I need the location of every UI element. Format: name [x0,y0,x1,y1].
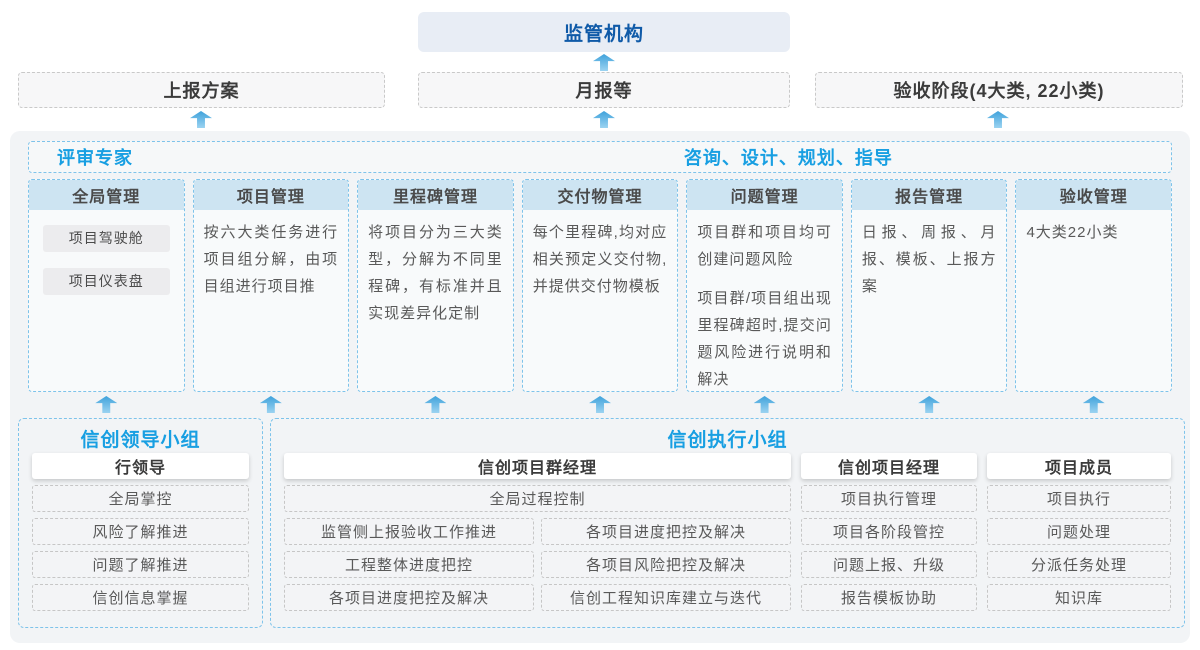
column-title: 全局管理 [29,180,184,210]
task-item: 监管侧上报验收工作推进 [284,518,534,545]
consulting-design-label: 咨询、设计、规划、指导 [683,148,893,168]
column-milestone-mgmt: 里程碑管理 将项目分为三大类型，分解为不同里程碑，有标准并且实现差异化定制 [357,179,514,392]
column-issue-mgmt: 问题管理 项目群和项目均可创建问题风险 项目群/项目组出现里程碑超时,提交问题风… [686,179,843,392]
column-title: 交付物管理 [522,180,678,210]
column-title: 问题管理 [687,180,842,210]
up-arrow-icon [593,54,615,71]
task-item: 问题了解推进 [32,551,249,578]
column-body: 项目驾驶舱 项目仪表盘 [29,210,184,295]
column-body: 4大类22小类 [1016,210,1171,246]
up-arrow-icon [753,396,776,413]
column-body: 日报、周报、月报、模板、上报方案 [852,210,1007,300]
up-arrow-icon [259,396,282,413]
feature-chip: 项目仪表盘 [43,268,170,295]
task-item: 报告模板协助 [801,584,977,611]
task-item: 项目各阶段管控 [801,518,977,545]
column-body: 将项目分为三大类型，分解为不同里程碑，有标准并且实现差异化定制 [358,210,513,327]
column-paragraph: 项目群和项目均可创建问题风险 [697,224,832,268]
project-members-section: 项目成员 项目执行 问题处理 分派任务处理 知识库 [987,453,1171,611]
column-paragraph: 日报、周报、月报、模板、上报方案 [861,224,997,295]
column-body: 项目群和项目均可创建问题风险 项目群/项目组出现里程碑超时,提交问题风险进行说明… [687,210,842,391]
task-item: 各项目进度把控及解决 [284,584,534,611]
management-columns: 全局管理 项目驾驶舱 项目仪表盘 项目管理 按六大类任务进行项目组分解，由项目组… [28,179,1173,392]
column-paragraph: 将项目分为三大类型，分解为不同里程碑，有标准并且实现差异化定制 [368,224,503,322]
up-arrow-icon [987,111,1009,128]
up-arrow-icon [589,396,612,413]
execution-group-title: 信创执行小组 [667,429,788,451]
acceptance-phase-label: 验收阶段(4大类, 22小类) [893,81,1105,101]
regulator-label: 监管机构 [563,23,644,45]
up-arrow-icon [918,396,941,413]
task-item: 知识库 [987,584,1171,611]
column-global-mgmt: 全局管理 项目驾驶舱 项目仪表盘 [28,179,185,392]
column-body: 按六大类任务进行项目组分解，由项目组进行项目推 [194,210,349,300]
acceptance-phase-box: 验收阶段(4大类, 22小类) [815,72,1183,108]
up-arrow-icon [1082,396,1105,413]
task-item: 问题处理 [987,518,1171,545]
role-bank-leaders: 行领导 [32,453,249,479]
task-item: 问题上报、升级 [801,551,977,578]
report-plan-label: 上报方案 [163,81,240,101]
leadership-group-body: 行领导 全局掌控 风险了解推进 问题了解推进 信创信息掌握 [19,453,262,611]
arrows-row [28,396,1172,413]
up-arrow-icon [190,111,212,128]
role-program-manager: 信创项目群经理 [284,453,791,479]
column-body: 每个里程碑,均对应相关预定义交付物,并提供交付物模板 [523,210,678,300]
task-item: 工程整体进度把控 [284,551,534,578]
column-report-mgmt: 报告管理 日报、周报、月报、模板、上报方案 [850,179,1008,392]
column-title: 项目管理 [193,180,349,210]
task-item: 全局过程控制 [284,485,791,512]
task-item: 全局掌控 [32,485,249,512]
column-paragraph: 项目群/项目组出现里程碑超时,提交问题风险进行说明和解决 [697,290,832,388]
task-item: 信创信息掌握 [32,584,249,611]
task-item: 项目执行管理 [801,485,977,512]
report-plan-box: 上报方案 [18,72,385,108]
feature-chip: 项目驾驶舱 [43,225,170,252]
execution-group-box: 信创执行小组 信创项目群经理 全局过程控制 监管侧上报验收工作推进 各项目进度把… [270,418,1185,628]
up-arrow-icon [95,396,118,413]
task-item: 各项目进度把控及解决 [541,518,791,545]
leadership-group-box: 信创领导小组 行领导 全局掌控 风险了解推进 问题了解推进 信创信息掌握 [18,418,263,628]
expert-bar: 评审专家 咨询、设计、规划、指导 [28,141,1172,173]
task-item: 分派任务处理 [987,551,1171,578]
role-project-members: 项目成员 [987,453,1171,479]
task-item: 项目执行 [987,485,1171,512]
column-title: 里程碑管理 [358,180,513,210]
task-item: 信创工程知识库建立与迭代 [541,584,791,611]
column-title: 验收管理 [1016,180,1172,210]
column-title: 报告管理 [851,180,1007,210]
program-manager-section: 信创项目群经理 全局过程控制 监管侧上报验收工作推进 各项目进度把控及解决 工程… [284,453,791,611]
task-item: 各项目风险把控及解决 [541,551,791,578]
monthly-report-box: 月报等 [418,72,790,108]
column-paragraph: 按六大类任务进行项目组分解，由项目组进行项目推 [203,224,339,295]
up-arrow-icon [593,111,615,128]
column-deliverable-mgmt: 交付物管理 每个里程碑,均对应相关预定义交付物,并提供交付物模板 [521,179,679,392]
task-item: 风险了解推进 [32,518,249,545]
column-paragraph: 每个里程碑,均对应相关预定义交付物,并提供交付物模板 [532,224,668,295]
role-project-manager: 信创项目经理 [801,453,977,479]
main-panel: 评审专家 咨询、设计、规划、指导 全局管理 项目驾驶舱 项目仪表盘 项目管理 按… [10,131,1190,643]
column-paragraph: 4大类22小类 [1026,224,1119,241]
leadership-group-title: 信创领导小组 [80,429,201,451]
monthly-report-label: 月报等 [575,81,633,101]
column-acceptance-mgmt: 验收管理 4大类22小类 [1015,179,1173,392]
review-experts-label: 评审专家 [57,148,133,168]
project-manager-section: 信创项目经理 项目执行管理 项目各阶段管控 问题上报、升级 报告模板协助 [801,453,977,611]
up-arrow-icon [424,396,447,413]
regulator-box: 监管机构 [418,12,790,52]
column-project-mgmt: 项目管理 按六大类任务进行项目组分解，由项目组进行项目推 [192,179,350,392]
execution-group-body: 信创项目群经理 全局过程控制 监管侧上报验收工作推进 各项目进度把控及解决 工程… [271,453,1184,611]
